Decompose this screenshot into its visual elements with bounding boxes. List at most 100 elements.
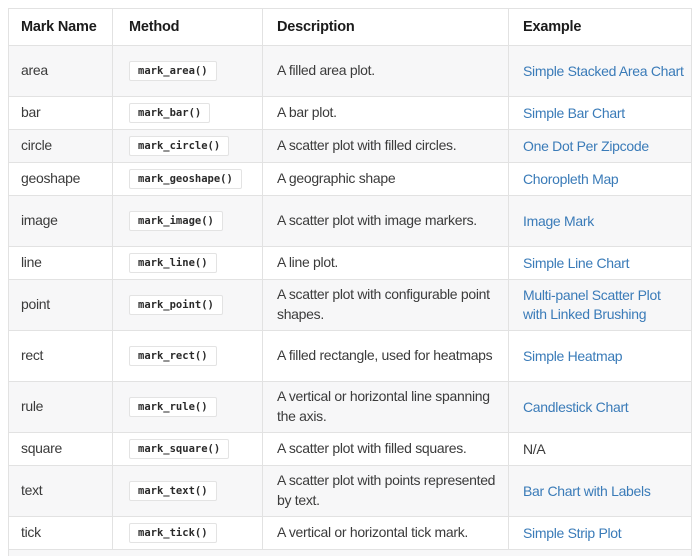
method-cell: mark_area()	[113, 46, 263, 96]
description-cell: A geographic shape	[263, 163, 509, 195]
mark-name-label: text	[21, 482, 43, 499]
mark-name-label: square	[21, 440, 63, 457]
method-cell: mark_circle()	[113, 130, 263, 162]
example-cell: Simple Bar Chart	[509, 97, 691, 129]
method-code: mark_rect()	[129, 346, 217, 366]
description-text: A scatter plot with points represented b…	[277, 472, 496, 508]
column-header-method: Method	[113, 9, 263, 45]
mark-name-cell: area	[9, 46, 113, 96]
column-header-example: Example	[523, 19, 582, 35]
example-cell: Simple Stacked Area Chart	[509, 46, 691, 96]
example-link[interactable]: Multi-panel Scatter Plot with Linked Bru…	[523, 287, 661, 322]
example-link[interactable]: Choropleth Map	[523, 170, 619, 187]
method-code: mark_text()	[129, 481, 217, 501]
description-cell: A scatter plot with filled circles.	[263, 130, 509, 162]
description-cell: A scatter plot with image markers.	[263, 196, 509, 246]
method-cell: mark_square()	[113, 433, 263, 465]
example-link[interactable]: Simple Line Chart	[523, 254, 630, 271]
mark-name-label: circle	[21, 137, 52, 154]
example-cell: Bar Chart with Labels	[509, 466, 691, 516]
method-cell: mark_rule()	[113, 382, 263, 432]
table-body: area mark_area() A filled area plot. Sim…	[9, 46, 691, 550]
example-link[interactable]: Simple Heatmap	[523, 347, 623, 364]
example-cell: Simple Line Chart	[509, 247, 691, 279]
method-cell: mark_point()	[113, 280, 263, 330]
table-row: text mark_text() A scatter plot with poi…	[9, 466, 691, 517]
column-header-mark-name: Mark Name	[9, 9, 113, 45]
method-cell: mark_rect()	[113, 331, 263, 381]
example-cell: Candlestick Chart	[509, 382, 691, 432]
description-cell: A filled area plot.	[263, 46, 509, 96]
mark-name-cell: image	[9, 196, 113, 246]
mark-name-cell: rect	[9, 331, 113, 381]
method-code: mark_square()	[129, 439, 230, 459]
description-cell: A scatter plot with points represented b…	[263, 466, 509, 516]
description-text: A vertical or horizontal line spanning t…	[277, 388, 490, 424]
table-row: tick mark_tick() A vertical or horizonta…	[9, 517, 691, 550]
table-row: point mark_point() A scatter plot with c…	[9, 280, 691, 331]
example-link[interactable]: Candlestick Chart	[523, 398, 629, 415]
description-cell: A vertical or horizontal line spanning t…	[263, 382, 509, 432]
method-code: mark_geoshape()	[129, 169, 242, 189]
mark-name-cell: line	[9, 247, 113, 279]
table-row: line mark_line() A line plot. Simple Lin…	[9, 247, 691, 280]
description-text: A scatter plot with filled squares.	[277, 440, 467, 457]
description-text: A line plot.	[277, 254, 338, 271]
description-text: A vertical or horizontal tick mark.	[277, 524, 469, 541]
mark-name-cell: tick	[9, 517, 113, 549]
example-link[interactable]: Image Mark	[523, 212, 594, 229]
method-code: mark_image()	[129, 211, 223, 231]
description-text: A scatter plot with configurable point s…	[277, 286, 490, 322]
table-row: rect mark_rect() A filled rectangle, use…	[9, 331, 691, 382]
method-code: mark_rule()	[129, 397, 217, 417]
column-header-description: Description	[263, 9, 509, 45]
table-row: circle mark_circle() A scatter plot with…	[9, 130, 691, 163]
example-link[interactable]: Simple Strip Plot	[523, 524, 622, 541]
method-cell: mark_image()	[113, 196, 263, 246]
example-cell: Image Mark	[509, 196, 691, 246]
description-cell: A bar plot.	[263, 97, 509, 129]
table-row: rule mark_rule() A vertical or horizonta…	[9, 382, 691, 433]
marks-table: Mark Name Method Description Example are…	[8, 8, 692, 556]
description-cell: A line plot.	[263, 247, 509, 279]
method-code: mark_line()	[129, 253, 217, 273]
example-cell: One Dot Per Zipcode	[509, 130, 691, 162]
mark-name-cell: point	[9, 280, 113, 330]
mark-name-label: bar	[21, 104, 41, 121]
example-text: N/A	[523, 440, 546, 457]
table-row: square mark_square() A scatter plot with…	[9, 433, 691, 466]
description-text: A scatter plot with image markers.	[277, 212, 477, 229]
mark-name-label: geoshape	[21, 170, 81, 187]
table-row-cutoff	[9, 550, 691, 556]
method-cell: mark_geoshape()	[113, 163, 263, 195]
example-link[interactable]: One Dot Per Zipcode	[523, 137, 649, 154]
description-text: A scatter plot with filled circles.	[277, 137, 457, 154]
example-cell: Simple Strip Plot	[509, 517, 691, 549]
description-text: A bar plot.	[277, 104, 337, 121]
table-row: geoshape mark_geoshape() A geographic sh…	[9, 163, 691, 196]
mark-name-cell: square	[9, 433, 113, 465]
table-row: bar mark_bar() A bar plot. Simple Bar Ch…	[9, 97, 691, 130]
example-cell: Simple Heatmap	[509, 331, 691, 381]
mark-name-label: area	[21, 62, 48, 79]
method-code: mark_point()	[129, 295, 223, 315]
method-code: mark_circle()	[129, 136, 230, 156]
table-header-row: Mark Name Method Description Example	[9, 9, 691, 46]
example-link[interactable]: Simple Stacked Area Chart	[523, 62, 684, 79]
mark-name-cell: text	[9, 466, 113, 516]
description-text: A filled area plot.	[277, 62, 375, 79]
example-cell: Choropleth Map	[509, 163, 691, 195]
description-cell: A vertical or horizontal tick mark.	[263, 517, 509, 549]
description-cell: A filled rectangle, used for heatmaps	[263, 331, 509, 381]
example-link[interactable]: Simple Bar Chart	[523, 104, 625, 121]
mark-name-label: rect	[21, 347, 44, 364]
mark-name-cell: bar	[9, 97, 113, 129]
table-row: area mark_area() A filled area plot. Sim…	[9, 46, 691, 97]
example-link[interactable]: Bar Chart with Labels	[523, 482, 651, 499]
method-code: mark_bar()	[129, 103, 211, 123]
description-text: A filled rectangle, used for heatmaps	[277, 347, 493, 364]
mark-name-label: image	[21, 212, 58, 229]
mark-name-cell: geoshape	[9, 163, 113, 195]
method-code: mark_area()	[129, 61, 217, 81]
example-cell: Multi-panel Scatter Plot with Linked Bru…	[509, 280, 691, 330]
